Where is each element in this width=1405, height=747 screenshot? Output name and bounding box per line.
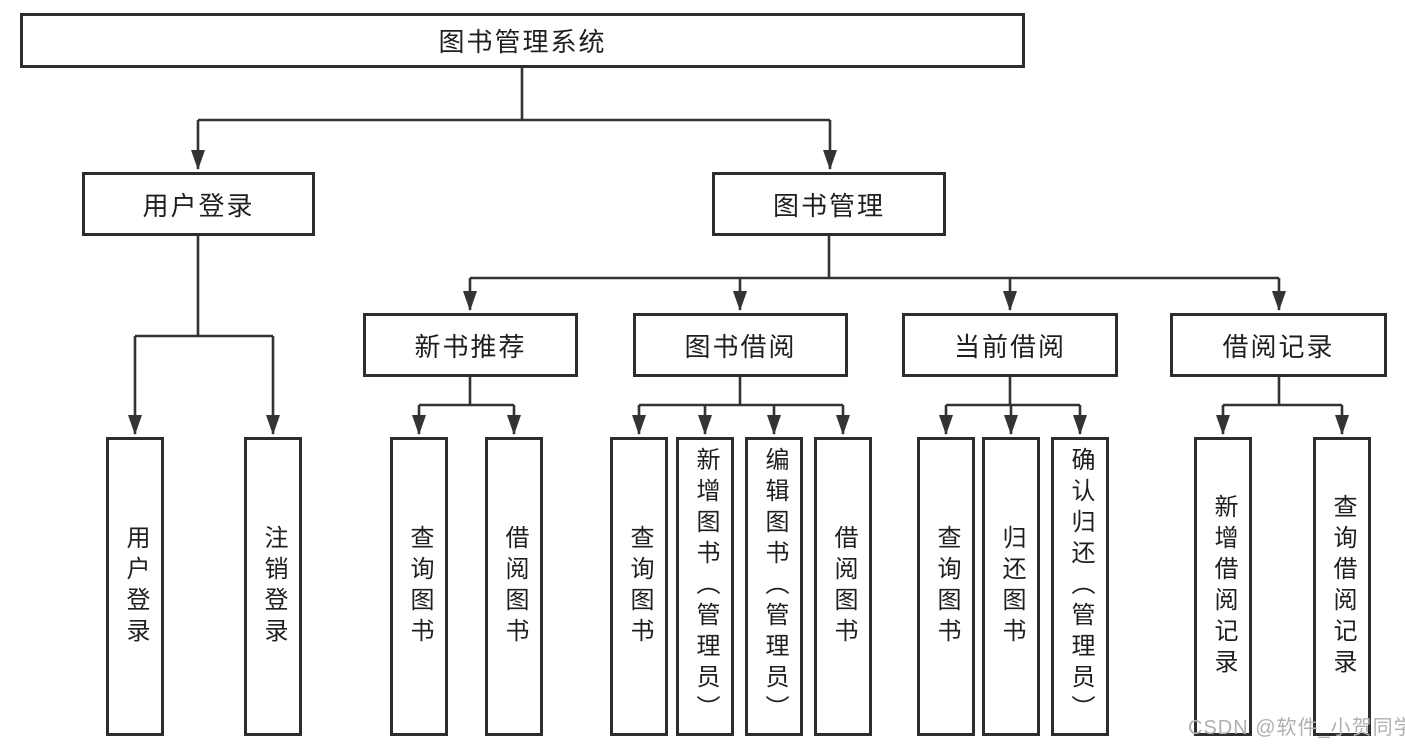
leaf-bb-borrow-books-label: 借阅图书 <box>830 524 857 649</box>
leaf-br-add-record-label: 新增借阅记录 <box>1210 493 1237 680</box>
leaf-bb-edit-books-admin: 编辑图书（管理员） <box>745 437 803 736</box>
leaf-bb-edit-books-admin-label: 编辑图书（管理员） <box>761 447 788 726</box>
leaf-br-add-record: 新增借阅记录 <box>1194 437 1252 736</box>
leaf-nb-query-books-label: 查询图书 <box>406 524 433 649</box>
watermark-text: CSDN @软件_小贺同学 <box>1188 717 1405 739</box>
node-current-borrow-label: 当前借阅 <box>953 331 1066 362</box>
leaf-user-login-label: 用户登录 <box>122 524 149 649</box>
connector-book-mgmt-bar <box>470 236 1279 280</box>
node-book-borrow-label: 图书借阅 <box>684 331 797 362</box>
leaf-nb-borrow-books-label: 借阅图书 <box>501 524 528 649</box>
node-book-borrow: 图书借阅 <box>633 313 848 377</box>
node-user-login: 用户登录 <box>82 172 315 236</box>
connector-borrow-records-bar <box>1223 377 1342 407</box>
node-root-system: 图书管理系统 <box>20 13 1025 68</box>
connector-root-bar <box>198 68 830 122</box>
leaf-cb-confirm-return-admin: 确认归还（管理员） <box>1051 437 1109 736</box>
leaf-nb-query-books: 查询图书 <box>390 437 448 736</box>
node-new-book-recommend: 新书推荐 <box>363 313 578 377</box>
leaf-cb-return-books: 归还图书 <box>982 437 1040 736</box>
node-book-management-label: 图书管理 <box>772 190 885 221</box>
node-user-login-label: 用户登录 <box>142 190 255 221</box>
leaf-bb-query-books-label: 查询图书 <box>626 524 653 649</box>
leaf-bb-borrow-books: 借阅图书 <box>814 437 872 736</box>
leaf-logout: 注销登录 <box>244 437 302 736</box>
connector-new-books-bar <box>419 377 514 407</box>
leaf-nb-borrow-books: 借阅图书 <box>485 437 543 736</box>
node-current-borrow: 当前借阅 <box>902 313 1118 377</box>
node-root-label: 图书管理系统 <box>438 27 607 57</box>
leaf-logout-label: 注销登录 <box>260 524 287 649</box>
leaf-br-query-record-label: 查询借阅记录 <box>1329 493 1356 680</box>
node-borrow-records: 借阅记录 <box>1170 313 1387 377</box>
leaf-cb-query-books: 查询图书 <box>917 437 975 736</box>
connector-user-login-bar <box>135 236 273 338</box>
node-new-book-recommend-label: 新书推荐 <box>414 331 527 362</box>
node-book-management: 图书管理 <box>712 172 946 236</box>
leaf-cb-query-books-label: 查询图书 <box>933 524 960 649</box>
node-borrow-records-label: 借阅记录 <box>1222 331 1335 362</box>
leaf-cb-return-books-label: 归还图书 <box>998 524 1025 649</box>
leaf-user-login: 用户登录 <box>106 437 164 736</box>
leaf-br-query-record: 查询借阅记录 <box>1313 437 1371 736</box>
connector-current-borrow-bar <box>946 377 1080 407</box>
leaf-bb-add-books-admin-label: 新增图书（管理员） <box>692 447 719 726</box>
leaf-bb-query-books: 查询图书 <box>610 437 668 736</box>
leaf-bb-add-books-admin: 新增图书（管理员） <box>676 437 734 736</box>
leaf-cb-confirm-return-admin-label: 确认归还（管理员） <box>1067 447 1094 726</box>
connector-book-borrow-bar <box>639 377 843 407</box>
